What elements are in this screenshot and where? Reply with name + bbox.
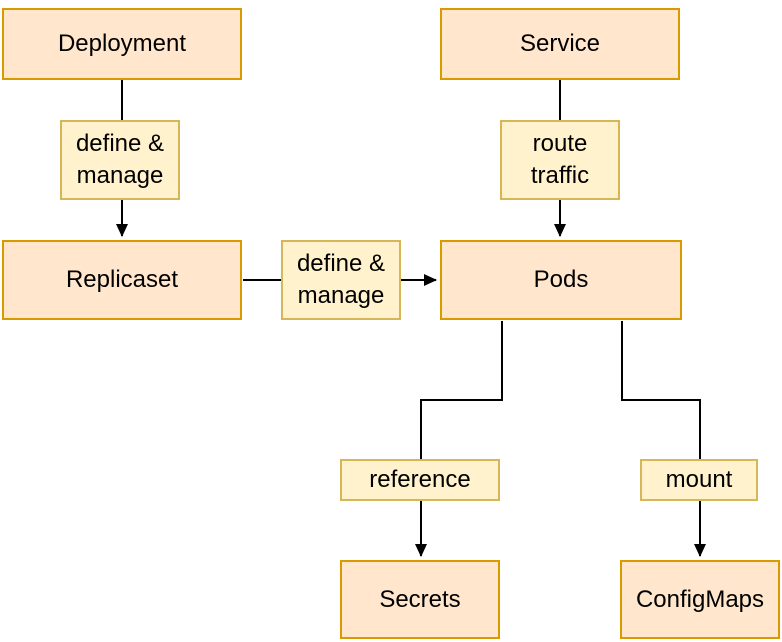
node-deployment: Deployment: [2, 8, 242, 80]
edge-label-define-manage-replicaset: define & manage: [281, 240, 401, 320]
edge-label-define-manage-deployment: define & manage: [60, 120, 180, 200]
edge-pods-to-configmaps: [621, 321, 706, 557]
node-replicaset: Replicaset: [2, 240, 242, 320]
node-secrets: Secrets: [340, 560, 500, 639]
edge-label-mount: mount: [640, 459, 758, 501]
edge-pods-to-secrets: [415, 321, 503, 557]
edge-label-route-traffic: route traffic: [500, 120, 620, 200]
edge-label-reference: reference: [340, 459, 500, 501]
node-configmaps: ConfigMaps: [620, 560, 780, 639]
node-service: Service: [440, 8, 680, 80]
node-pods: Pods: [440, 240, 682, 320]
